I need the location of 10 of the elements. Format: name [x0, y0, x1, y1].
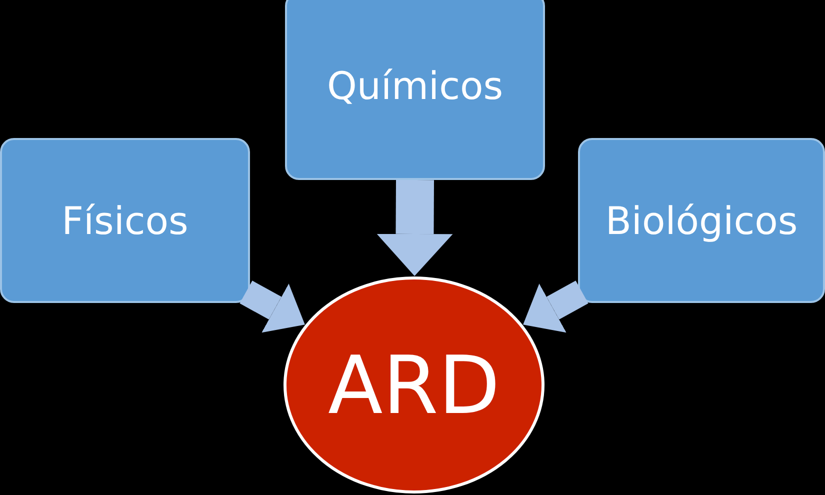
block-arrow: [240, 280, 305, 333]
process-box: [578, 138, 825, 303]
process-box: [285, 0, 545, 180]
block-arrow: [523, 280, 588, 333]
node-label: Químicos: [326, 64, 504, 108]
node-label: Físicos: [62, 198, 188, 242]
block-arrow: [376, 180, 453, 276]
node-label: Biológicos: [605, 198, 798, 242]
process-box: [0, 138, 250, 303]
node-label: ARD: [328, 338, 500, 432]
